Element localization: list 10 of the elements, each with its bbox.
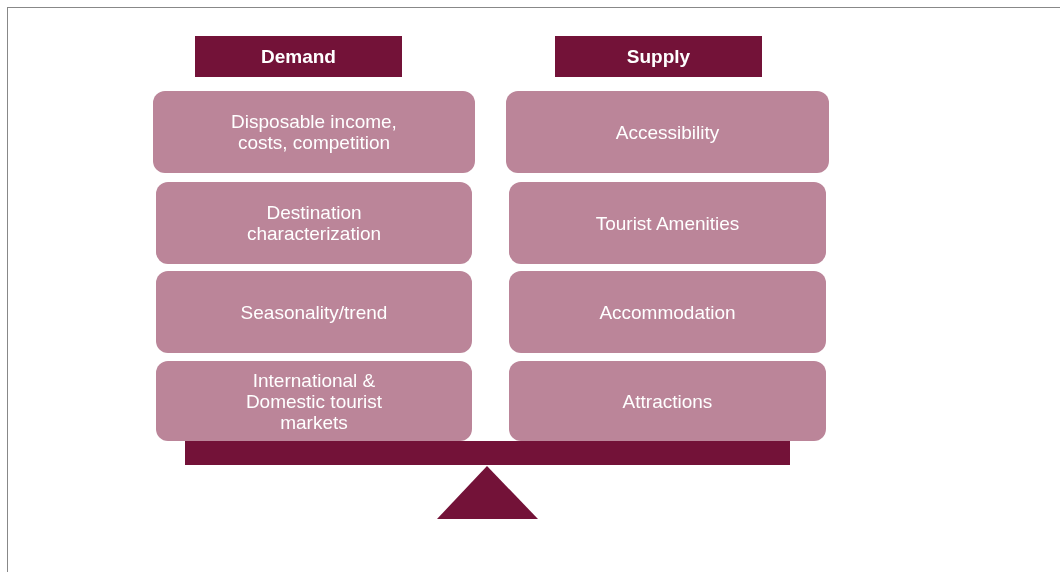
factor-box: International & Domestic tourist markets xyxy=(156,361,472,441)
factor-box: Tourist Amenities xyxy=(509,182,826,264)
factor-box: Accommodation xyxy=(509,271,826,353)
factor-box: Seasonality/trend xyxy=(156,271,472,353)
factor-box: Accessibility xyxy=(506,91,829,173)
header-banner: Demand xyxy=(195,36,402,77)
factor-box: Attractions xyxy=(509,361,826,441)
factor-box: Destination characterization xyxy=(156,182,472,264)
factor-box: Disposable income, costs, competition xyxy=(153,91,475,173)
header-banner: Supply xyxy=(555,36,762,77)
